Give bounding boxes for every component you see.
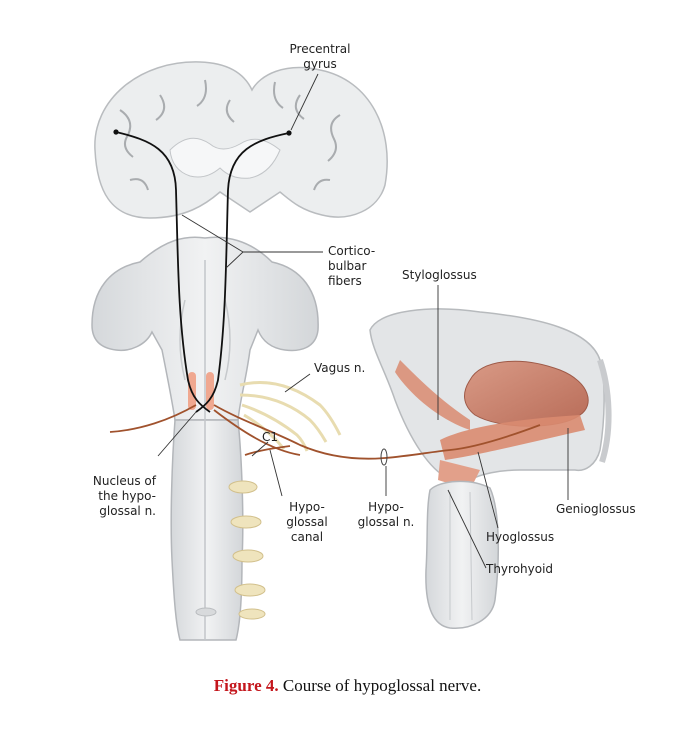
figure-caption: Figure 4. Course of hypoglossal nerve. [0,676,695,696]
tongue-and-neck-region [369,308,612,629]
label-genioglossus: Genioglossus [556,502,636,516]
label-hypoglossal-nerve: Hypo- glossal n. [357,500,415,529]
label-vagus-nerve: Vagus n. [314,361,366,375]
label-hypoglossal-canal: Hypo- glossal canal [286,500,328,544]
label-styloglossus: Styloglossus [402,268,477,282]
brain-coronal-section [94,61,388,219]
label-hyoglossus: Hyoglossus [486,530,555,544]
label-corticobulbar-fibers: Cortico- bulbar fibers [328,244,376,288]
label-thyrohyoid: Thyrohyoid [486,562,554,576]
label-nucleus-hypoglossal: Nucleus of the hypo- glossal n. [92,474,156,518]
hypoglossal-nerve [109,404,541,466]
caption-text: Course of hypoglossal nerve. [278,676,482,695]
figure-number: Figure 4. [213,676,279,695]
label-c1: C1 [262,430,279,444]
corticobulbar-tracts [115,131,290,413]
leader-lines [157,73,569,569]
brainstem [91,236,319,641]
cervical-spinal-nerves [228,480,266,620]
vagus-nerve-rootlets [239,381,342,452]
label-precentral-gyrus: Precentral gyrus [289,42,351,71]
